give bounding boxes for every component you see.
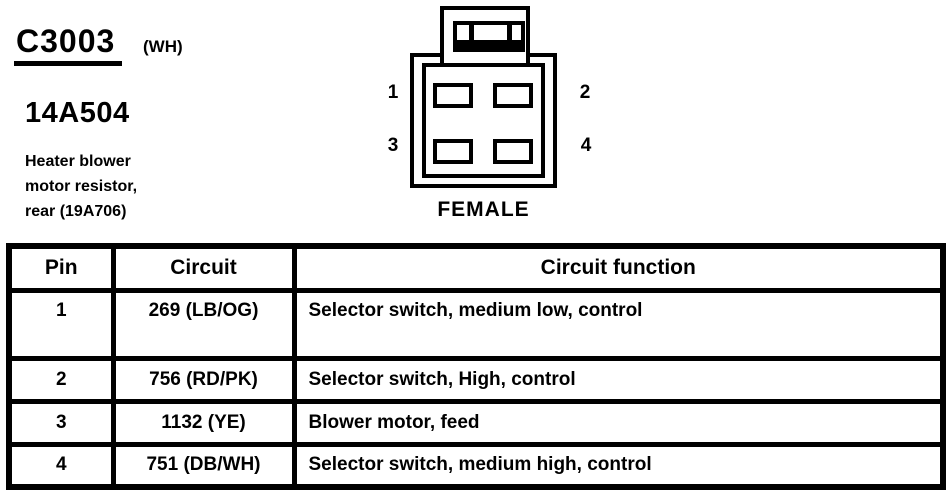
- pin-cavity-2: [493, 83, 533, 108]
- connector-id: C3003: [14, 24, 123, 66]
- pin-cavity-1: [433, 83, 473, 108]
- pin-number-label-3: 3: [387, 135, 399, 156]
- pin-column-header: Pin: [6, 243, 116, 293]
- circuit-function-cell: Selector switch, medium high, control: [291, 441, 946, 490]
- latch-grille-cell: [457, 25, 469, 40]
- circuit-cell: 751 (DB/WH): [110, 441, 297, 490]
- description-line: Heater blower: [25, 153, 131, 170]
- description-line: rear (19A706): [25, 203, 127, 220]
- description-line: motor resistor,: [25, 178, 138, 195]
- circuit-cell: 756 (RD/PK): [110, 355, 297, 404]
- pin-cavity-3: [433, 139, 473, 164]
- connector-body: [410, 53, 557, 188]
- latch-grille-cell: [512, 25, 521, 40]
- latch-grille-divider: [469, 25, 474, 40]
- connector-color-code: (WH): [143, 37, 183, 56]
- pin-cell: 3: [6, 398, 116, 447]
- latch-grille-cell: [474, 25, 507, 40]
- circuit-function-cell: Selector switch, High, control: [291, 355, 946, 404]
- latch-bar: [453, 44, 525, 52]
- connector-diagram: 1 2 3 4 FEMALE: [385, 2, 600, 224]
- circuit-function-cell: Blower motor, feed: [291, 398, 946, 447]
- pin-cell: 4: [6, 441, 116, 490]
- connector-gender-label: FEMALE: [437, 198, 530, 221]
- pin-cavity-4: [493, 139, 533, 164]
- latch-grille-divider: [507, 25, 512, 40]
- circuit-cell: 1132 (YE): [110, 398, 297, 447]
- connector-inner-wall: [422, 63, 545, 178]
- table-row: 2 756 (RD/PK) Selector switch, High, con…: [6, 355, 946, 404]
- pin-cell: 2: [6, 355, 116, 404]
- circuit-function-cell: Selector switch, medium low, control: [291, 287, 946, 361]
- part-number: 14A504: [25, 97, 130, 129]
- pinout-table: Pin Circuit Circuit function 1 269 (LB/O…: [6, 243, 946, 490]
- table-header-row: Pin Circuit Circuit function: [6, 243, 946, 293]
- table-row: 3 1132 (YE) Blower motor, feed: [6, 398, 946, 447]
- pin-number-label-4: 4: [580, 135, 592, 156]
- pin-number-label-1: 1: [387, 82, 399, 103]
- pin-cell: 1: [6, 287, 116, 361]
- pin-number-label-2: 2: [579, 82, 591, 103]
- circuit-cell: 269 (LB/OG): [110, 287, 297, 361]
- latch-grille: [453, 21, 525, 44]
- circuit-column-header: Circuit: [110, 243, 297, 293]
- part-description: Heater blower motor resistor, rear (19A7…: [25, 149, 137, 224]
- table-row: 4 751 (DB/WH) Selector switch, medium hi…: [6, 441, 946, 490]
- connector-latch-tab: [440, 6, 530, 63]
- table-row: 1 269 (LB/OG) Selector switch, medium lo…: [6, 287, 946, 361]
- circuit-function-column-header: Circuit function: [291, 243, 946, 293]
